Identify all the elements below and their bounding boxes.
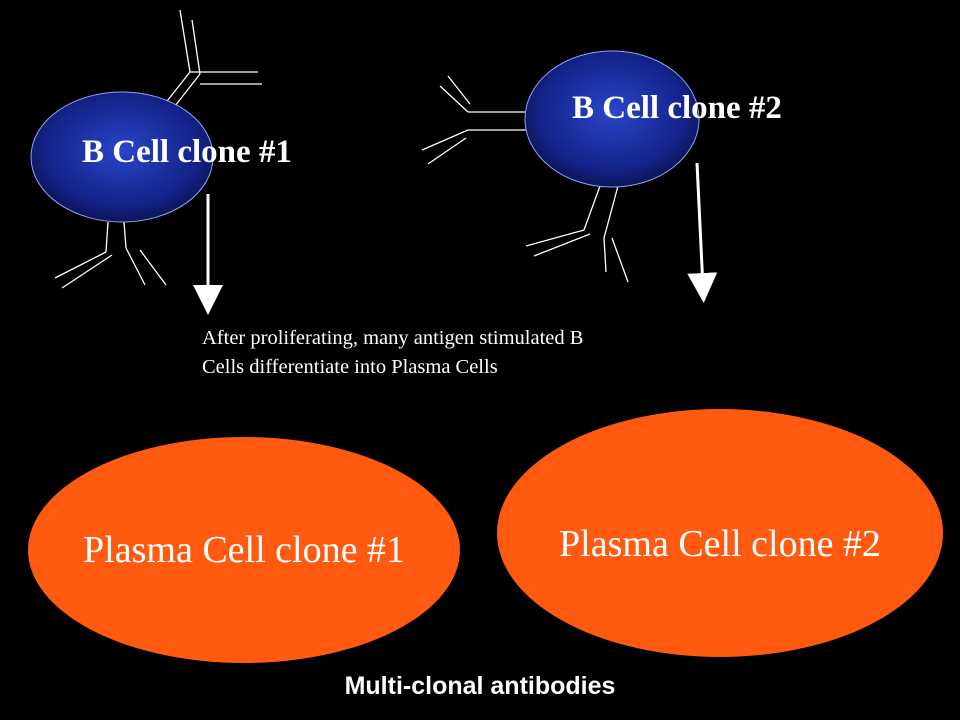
footer-caption: Multi-clonal antibodies <box>344 672 616 700</box>
bcell1-label: B Cell clone #1 <box>82 134 292 170</box>
plasma1-body <box>28 437 460 663</box>
bcell2-body <box>524 50 700 188</box>
plasma2-label: Plasma Cell clone #2 <box>559 523 881 565</box>
plasma2-body <box>497 409 943 657</box>
bcell2-antibodies <box>421 75 629 283</box>
bcell1-body <box>30 91 214 223</box>
arrow-bcell2-to-plasma2 <box>687 162 718 303</box>
description-line-1: After proliferating, many antigen stimul… <box>202 327 584 349</box>
plasma1-label: Plasma Cell clone #1 <box>83 529 405 571</box>
description-text: After proliferating, many antigen stimul… <box>202 324 822 382</box>
bcell2-label: B Cell clone #2 <box>572 90 782 126</box>
description-line-2: Cells differentiate into Plasma Cells <box>202 356 498 378</box>
